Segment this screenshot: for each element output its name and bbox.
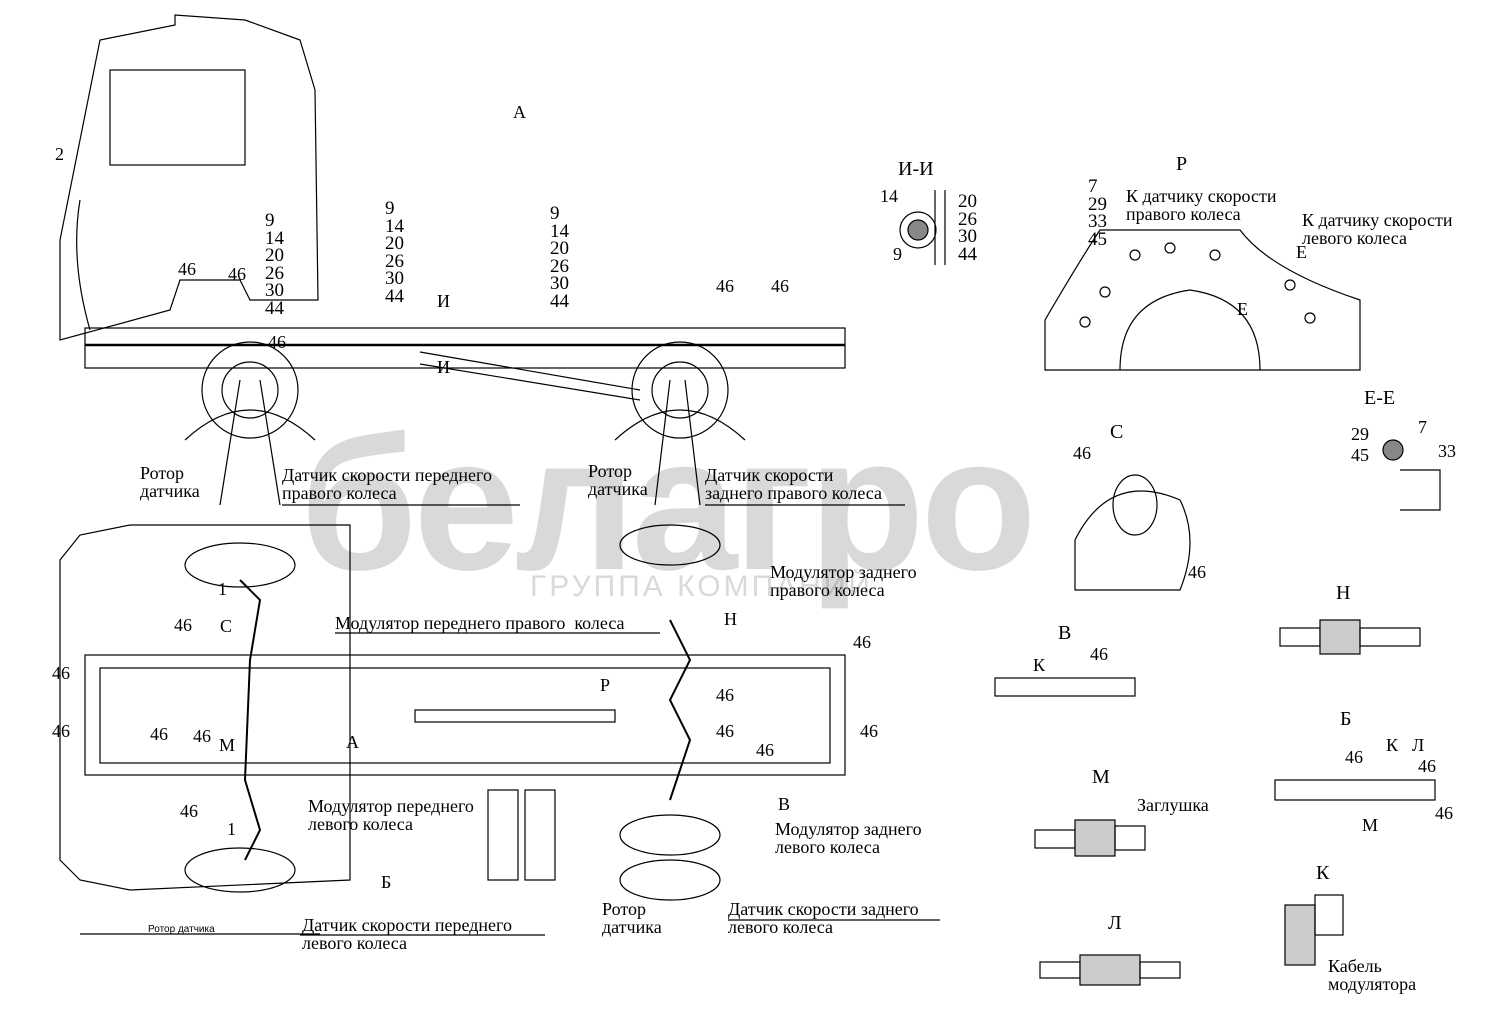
connector-m — [1034, 819, 1146, 857]
view-v-mark-k: К — [1033, 655, 1046, 675]
section-mark-i: И — [437, 291, 450, 311]
pos-46-label: 46 — [716, 685, 734, 705]
pos-46-label: 46 — [1073, 443, 1091, 463]
pos-45-label: 45 — [1351, 445, 1369, 465]
view-r-title: Р — [1176, 153, 1188, 175]
mark-m: М — [219, 735, 236, 755]
watermark-subtitle: ГРУППА КОМПАНИЙ — [530, 570, 873, 603]
view-b-mark-k: К — [1386, 735, 1399, 755]
pos-1-label: 1 — [218, 579, 227, 599]
rotor-rear-label: Ротор датчика — [588, 461, 648, 499]
truck-cab-side — [59, 14, 319, 341]
pos-46-label: 46 — [1345, 747, 1363, 767]
frame-side — [84, 327, 846, 441]
to-right-sensor-label: К датчику скорости правого колеса — [1126, 186, 1277, 224]
pos-9-label: 9 — [893, 244, 902, 264]
view-b-mark-m: М — [1362, 815, 1379, 835]
pos-29-label: 29 — [1351, 424, 1369, 444]
section-ee-title: Е-Е — [1364, 387, 1396, 409]
pos-46-label: 46 — [193, 726, 211, 746]
pos-46-label: 46 — [756, 740, 774, 760]
sensor-front-left-label: Датчик скорости переднего левого колеса — [302, 915, 512, 953]
view-b-mark-l: Л — [1412, 735, 1425, 755]
pos-46-label: 46 — [860, 721, 878, 741]
pos-stack-2: 9 14 20 26 30 44 — [385, 198, 404, 307]
modulator-front-left-label: Модулятор переднего левого колеса — [308, 796, 474, 834]
pos-46-label: 46 — [716, 721, 734, 741]
pos-46-label: 46 — [1188, 562, 1206, 582]
pos-46-label: 46 — [228, 264, 246, 284]
pos-46-label: 46 — [853, 632, 871, 652]
view-v-title: В — [1058, 622, 1072, 644]
section-ii-drawing — [899, 190, 946, 265]
sensor-front-right-label: Датчик скорости переднего правого колеса — [282, 465, 492, 503]
pos-46-label: 46 — [1418, 756, 1436, 776]
pos-33-label: 33 — [1438, 441, 1456, 461]
mark-p: Р — [600, 675, 611, 695]
view-r-drawing — [1044, 229, 1361, 371]
to-left-sensor-label: К датчику скорости левого колеса — [1302, 210, 1453, 248]
pos-46-label: 46 — [1090, 644, 1108, 664]
plug-label: Заглушка — [1137, 795, 1209, 815]
sensor-rear-left-label: Датчик скорости заднего левого колеса — [728, 899, 919, 937]
pos-46-label: 46 — [174, 615, 192, 635]
section-ii-title: И-И — [898, 158, 934, 180]
view-a-label: А — [513, 102, 526, 122]
pos-46-label: 46 — [1435, 803, 1453, 823]
view-v-drawing — [994, 677, 1136, 697]
chassis-top — [59, 524, 846, 901]
mark-v: В — [778, 794, 791, 814]
rotor-rear-left-label: Ротор датчика — [602, 899, 662, 937]
pos-46-label: 46 — [771, 276, 789, 296]
pos-46-label: 46 — [52, 663, 70, 683]
connector-k — [1284, 894, 1344, 966]
pos-14-label: 14 — [880, 186, 898, 206]
mark-h: Н — [724, 609, 737, 629]
pos-7-label: 7 — [1418, 417, 1427, 437]
pos-46-label: 46 — [178, 259, 196, 279]
sensor-rear-right-label: Датчик скорости заднего правого колеса — [705, 465, 882, 503]
mark-b: Б — [381, 872, 392, 892]
view-m-title: М — [1092, 766, 1110, 788]
modulator-rear-left-label: Модулятор заднего левого колеса — [775, 819, 922, 857]
section-ee-drawing — [1382, 439, 1441, 511]
connector-l — [1039, 954, 1181, 986]
connector-h — [1279, 619, 1421, 655]
pos-46-label: 46 — [150, 724, 168, 744]
view-b-title: Б — [1340, 708, 1352, 730]
pos-stack-1: 9 14 20 26 30 44 — [265, 210, 284, 319]
view-l-title: Л — [1108, 912, 1122, 934]
view-k-title: К — [1316, 862, 1330, 884]
pos-46-label: 46 — [716, 276, 734, 296]
pos-46-label: 46 — [180, 801, 198, 821]
view-h-title: Н — [1336, 582, 1351, 604]
watermark-logo: белагро — [300, 398, 1037, 610]
view-r-stack: 7 29 33 45 — [1088, 176, 1107, 250]
pos-1-label: 1 — [227, 819, 236, 839]
section-ii-stack: 20 26 30 44 — [958, 191, 977, 265]
modulator-rear-right-label: Модулятор заднего правого колеса — [770, 562, 917, 600]
rotor-small-label: Ротор датчика — [148, 924, 215, 935]
pos-46-label: 46 — [52, 721, 70, 741]
view-b-drawing — [1274, 779, 1436, 801]
section-mark-e: Е — [1237, 299, 1248, 319]
pos-46-label: 46 — [268, 332, 286, 352]
rotor-front-label: Ротор датчика — [140, 463, 200, 501]
mark-a: А — [346, 732, 359, 752]
view-c-title: С — [1110, 421, 1124, 443]
pos-stack-3: 9 14 20 26 30 44 — [550, 203, 569, 312]
pos-2-label: 2 — [55, 144, 64, 164]
modulator-front-right-label: Модулятор переднего правого колеса — [335, 613, 625, 633]
modulator-cable-label: Кабель модулятора — [1328, 956, 1417, 994]
section-mark-i: И — [437, 357, 450, 377]
view-c-drawing — [1074, 474, 1191, 591]
leader-lines — [80, 379, 940, 936]
section-mark-e: Е — [1296, 242, 1307, 262]
mark-c: С — [220, 616, 233, 636]
